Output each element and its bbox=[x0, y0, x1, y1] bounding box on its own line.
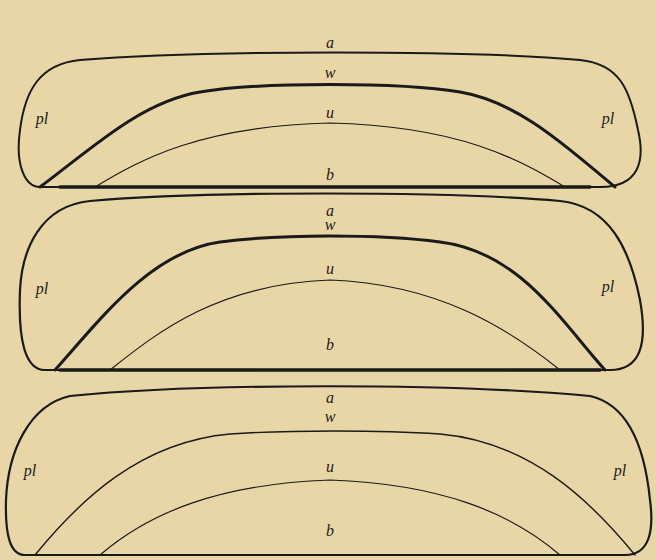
part-label: b bbox=[326, 168, 334, 182]
part-label: a bbox=[326, 391, 334, 405]
part-label: pl bbox=[36, 112, 48, 126]
u-curve bbox=[95, 123, 565, 187]
u-curve bbox=[100, 480, 560, 555]
part-label: w bbox=[325, 218, 336, 232]
part-label: pl bbox=[602, 280, 614, 294]
base-line bbox=[60, 185, 590, 189]
w-curve bbox=[40, 85, 615, 188]
part-label: w bbox=[325, 410, 336, 424]
outer-outline bbox=[6, 386, 651, 555]
part-label: a bbox=[326, 36, 334, 50]
part-label: w bbox=[325, 66, 336, 80]
part-label: pl bbox=[24, 464, 36, 478]
part-label: b bbox=[326, 338, 334, 352]
part-label: a bbox=[326, 204, 334, 218]
part-label: u bbox=[326, 262, 334, 276]
base-line bbox=[60, 368, 600, 372]
part-label: pl bbox=[602, 112, 614, 126]
outer-outline bbox=[20, 194, 643, 371]
u-curve bbox=[110, 280, 560, 370]
part-label: b bbox=[326, 524, 334, 538]
part-label: u bbox=[326, 106, 334, 120]
w-curve bbox=[55, 236, 605, 370]
outer-outline bbox=[19, 53, 641, 188]
w-curve bbox=[35, 431, 635, 555]
part-label: u bbox=[326, 460, 334, 474]
part-label: pl bbox=[36, 282, 48, 296]
part-label: pl bbox=[614, 464, 626, 478]
